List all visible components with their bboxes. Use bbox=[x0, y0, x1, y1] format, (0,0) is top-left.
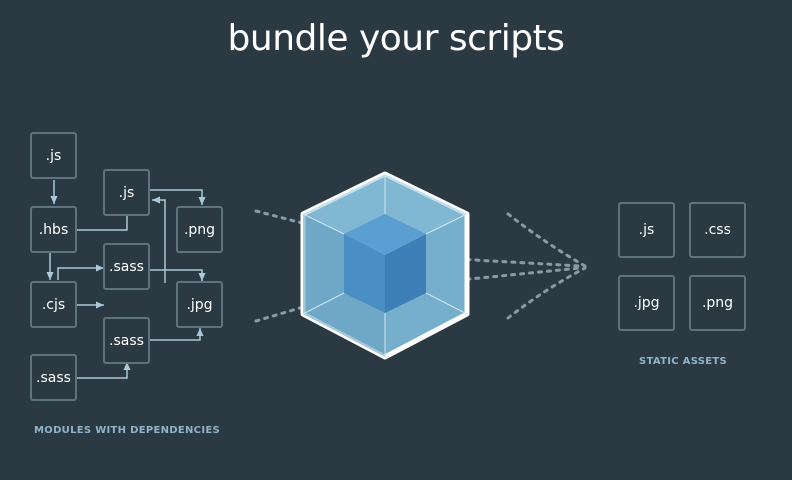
modules-caption: MODULES WITH DEPENDENCIES bbox=[34, 425, 220, 436]
module-box-hbs: .hbs bbox=[30, 206, 77, 253]
cube-inner-right bbox=[385, 234, 426, 313]
svg-text:.js: .js bbox=[639, 222, 655, 238]
asset-box-css: .css bbox=[689, 202, 746, 258]
module-box-jpg: .jpg bbox=[176, 281, 223, 328]
module-box-sass-top: .sass bbox=[103, 243, 150, 290]
arrow-cjs-to-js bbox=[152, 196, 166, 283]
asset-box-png: .png bbox=[689, 275, 746, 331]
module-box-sass-bottom: .sass bbox=[30, 354, 77, 401]
svg-text:.png: .png bbox=[702, 295, 733, 311]
svg-text:.cjs: .cjs bbox=[42, 297, 65, 313]
svg-text:.sass: .sass bbox=[36, 370, 71, 386]
dependency-arrows bbox=[46, 180, 206, 379]
webpack-cube-logo bbox=[300, 171, 470, 360]
assets-caption: STATIC ASSETS bbox=[639, 356, 727, 367]
module-box-sass-mid: .sass bbox=[103, 317, 150, 364]
flow-out-curve-bottom bbox=[506, 266, 587, 320]
asset-box-js: .js bbox=[618, 202, 675, 258]
flow-out-bottom bbox=[438, 266, 582, 284]
svg-text:.hbs: .hbs bbox=[39, 222, 69, 238]
arrow-js-to-png bbox=[150, 189, 206, 205]
flow-out-top bbox=[438, 256, 582, 268]
svg-text:.js: .js bbox=[119, 185, 135, 201]
svg-text:.png: .png bbox=[184, 222, 215, 238]
asset-box-jpg: .jpg bbox=[618, 275, 675, 331]
svg-text:.js: .js bbox=[46, 148, 62, 164]
cube-inner-left bbox=[344, 234, 385, 313]
arrow-sass-to-jpg bbox=[150, 269, 206, 281]
flow-out-curve-top bbox=[506, 212, 587, 268]
svg-text:.sass: .sass bbox=[109, 333, 144, 349]
arrow-sass-bottom-to-sass-mid bbox=[77, 362, 131, 379]
module-box-js-mid: .js bbox=[103, 169, 150, 216]
svg-text:.sass: .sass bbox=[109, 259, 144, 275]
page-title: bundle your scripts bbox=[227, 18, 565, 59]
svg-text:.jpg: .jpg bbox=[186, 297, 212, 313]
svg-text:.css: .css bbox=[704, 222, 731, 238]
arrow-sass-to-jpg-b bbox=[150, 328, 204, 341]
arrow-cjs-to-sass bbox=[57, 264, 104, 280]
module-box-js-top: .js bbox=[30, 132, 77, 179]
svg-text:.jpg: .jpg bbox=[633, 295, 659, 311]
cube-inner-top bbox=[344, 214, 426, 255]
module-box-png: .png bbox=[176, 206, 223, 253]
module-box-cjs: .cjs bbox=[30, 281, 77, 328]
